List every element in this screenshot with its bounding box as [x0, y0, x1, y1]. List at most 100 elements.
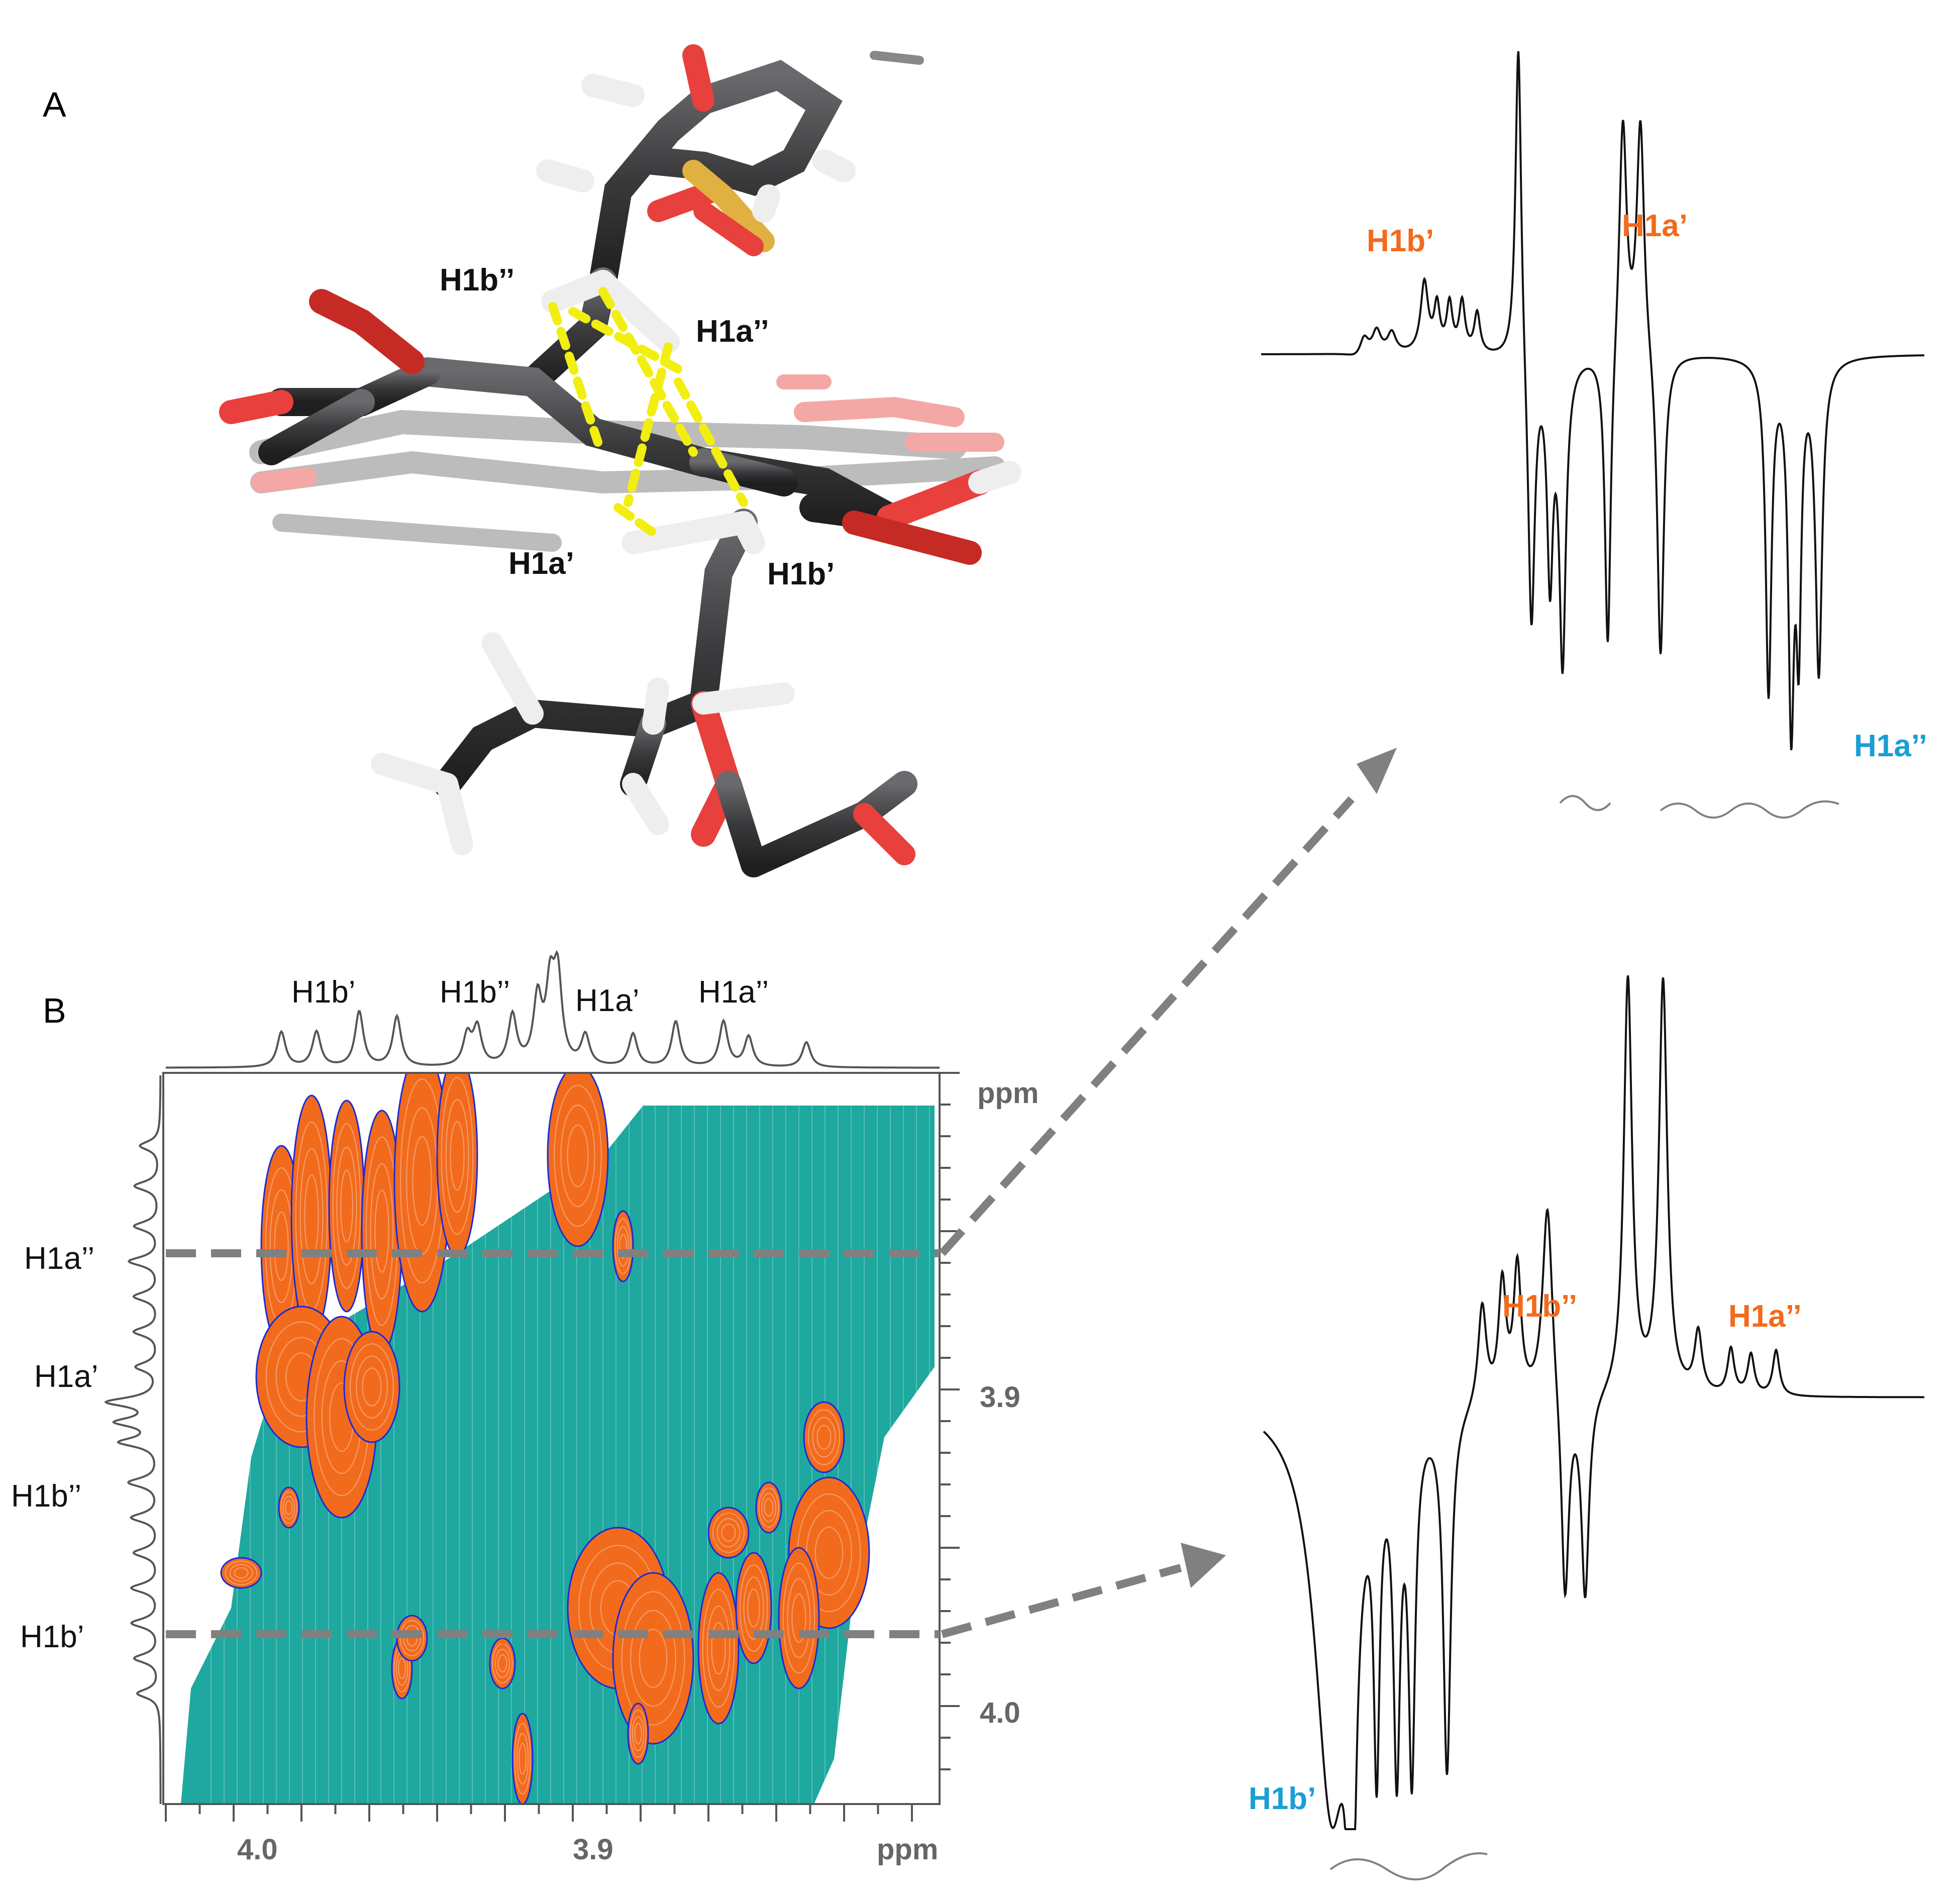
contour-level [716, 1518, 741, 1547]
mol-label-h1b-d: H1b’ [767, 557, 835, 591]
contour-level [614, 1218, 632, 1274]
contour-level [758, 1487, 779, 1528]
contour-level [814, 1527, 844, 1579]
slice-top-spectrum [1261, 51, 1924, 751]
left-proj-label-h1a-dd: H1a’’ [24, 1241, 94, 1276]
contour-level [721, 1524, 736, 1542]
contour-level [374, 1189, 389, 1273]
contour-peak [343, 1331, 400, 1443]
arrow-line-bottom [941, 1564, 1182, 1638]
contour-level [816, 1425, 832, 1450]
contour-level [362, 1367, 382, 1407]
contour-peak [778, 1547, 820, 1689]
contour-level [702, 1589, 735, 1708]
contour-level [560, 1105, 595, 1207]
contour-level [340, 1169, 353, 1243]
contour-level [782, 1562, 815, 1674]
x-axis-unit: ppm [877, 1833, 938, 1866]
contour-level [787, 1578, 811, 1658]
contour-level [743, 1576, 764, 1640]
plot-frame [162, 1072, 941, 1805]
arrow-head-bottom [1181, 1543, 1226, 1588]
contour-level [706, 1606, 731, 1691]
contour-level [350, 1343, 394, 1431]
contour-peak [436, 1074, 478, 1257]
arrow-head-top [1357, 748, 1397, 794]
contour-level [398, 1657, 406, 1679]
contour-level [516, 1733, 529, 1785]
contour-level [285, 1500, 293, 1515]
contour-level [274, 1212, 289, 1281]
top-proj-label-h1a-dd: H1a’’ [698, 975, 769, 1010]
y-tick-3-9: 3.9 [980, 1381, 1020, 1414]
contour-level [441, 1077, 474, 1235]
contour-level [370, 1163, 394, 1300]
contour-level [812, 1417, 836, 1458]
slice-top-integral-2 [1660, 800, 1839, 819]
mol-label-h1b-dd: H1b’’ [440, 263, 514, 297]
y-axis-unit: ppm [977, 1077, 1039, 1110]
contour-level [234, 1567, 249, 1579]
contour-level [519, 1743, 527, 1775]
contour-peak [627, 1703, 649, 1765]
slice-guides [166, 796, 1355, 1638]
contour-level [619, 1234, 627, 1259]
x-tick-4-0: 4.0 [237, 1833, 278, 1866]
contour-peak [489, 1637, 516, 1689]
contour-level [639, 1629, 668, 1688]
contour-level [630, 1710, 647, 1758]
contour-peak [735, 1552, 772, 1664]
contour-level [299, 1148, 324, 1284]
slice-top-label-h1b-d: H1b’ [1367, 224, 1434, 258]
contour-peak [803, 1401, 845, 1473]
contour-level [282, 1495, 295, 1520]
contour-level [764, 1499, 774, 1517]
slice-bottom-label-h1b-dd: H1b’’ [1502, 1289, 1577, 1324]
slice-bottom-integral [1329, 1852, 1488, 1880]
top-proj-label-h1b-dd: H1b’’ [440, 975, 510, 1010]
contour-level [791, 1593, 806, 1643]
mol-label-h1a-d: H1a’ [508, 546, 574, 581]
contour-level [630, 1610, 676, 1707]
contour-level [567, 1124, 589, 1187]
mol-label-h1a-dd: H1a’’ [696, 314, 769, 349]
slice-top-label-h1a-dd: H1a’’ [1854, 729, 1927, 763]
contour-level [739, 1564, 768, 1652]
top-proj-label-h1a-d: H1a’ [575, 983, 640, 1018]
contour-peak [697, 1572, 740, 1725]
contour-level [229, 1564, 253, 1582]
slice-bottom-label-h1b-d: H1b’ [1249, 1781, 1316, 1816]
contour-level [634, 1723, 642, 1745]
contour-peak [755, 1481, 782, 1534]
contour-peak [328, 1100, 365, 1313]
contour-level [514, 1723, 531, 1795]
contour-peak [547, 1074, 609, 1247]
contour-level [445, 1099, 469, 1213]
contour-level [332, 1123, 361, 1289]
contour-level [712, 1513, 745, 1553]
left-proj-label-h1b-dd: H1b’’ [11, 1479, 81, 1514]
left-proj-label-h1a-d: H1a’ [34, 1359, 98, 1394]
panel-b-letter: B [43, 991, 66, 1030]
contour-level [616, 1226, 630, 1267]
slice-bottom-label-h1a-dd: H1a’’ [1728, 1299, 1802, 1334]
contour-level [336, 1146, 357, 1266]
contour-peak [511, 1713, 534, 1803]
contour-level [280, 1491, 297, 1524]
top-proj-label-h1b-d: H1b’ [291, 975, 356, 1010]
contour-map [181, 1074, 935, 1803]
contour-peak [707, 1507, 750, 1559]
contour-peak [278, 1486, 300, 1529]
contour-level [711, 1622, 726, 1674]
contour-peak [220, 1557, 262, 1589]
contour-peak [612, 1210, 634, 1282]
contour-peak [612, 1572, 694, 1745]
left-proj-label-h1b-d: H1b’ [20, 1620, 84, 1654]
contour-peak [290, 1094, 333, 1338]
arrow-line-top [939, 796, 1355, 1256]
molecule-model [219, 44, 1021, 877]
top-projection-spectrum [166, 950, 940, 1069]
contour-level [495, 1649, 510, 1678]
panel-a-letter: A [43, 85, 66, 124]
contour-level [225, 1560, 258, 1585]
